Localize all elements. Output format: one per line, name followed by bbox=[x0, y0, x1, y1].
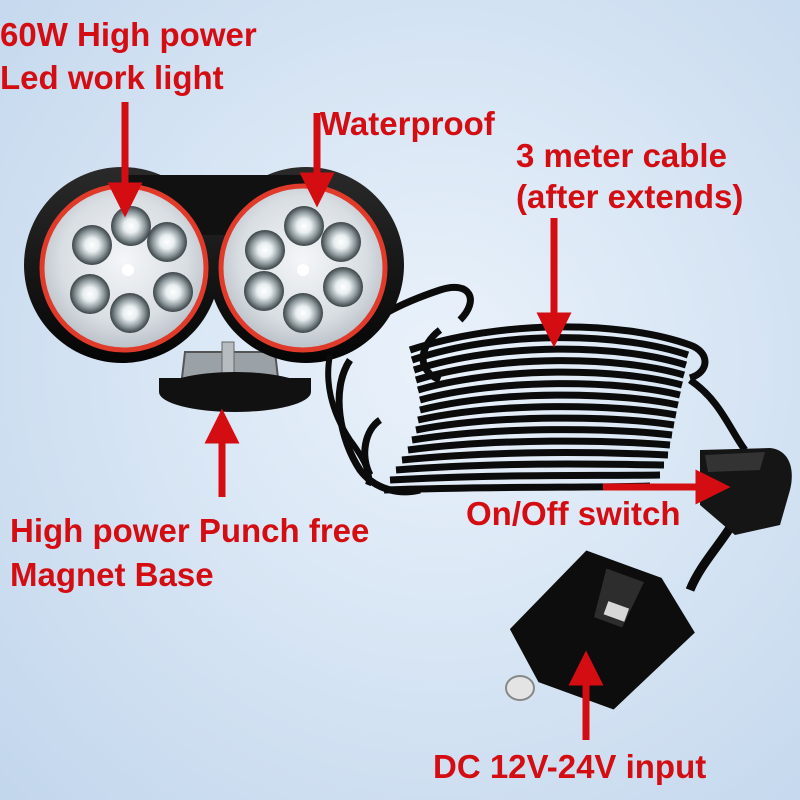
annotation-arrows bbox=[107, 102, 731, 740]
base-label-line2: Magnet Base bbox=[10, 556, 214, 593]
title-line1: 60W High power bbox=[0, 16, 257, 53]
cigarette-plug bbox=[505, 550, 695, 710]
plug-cable bbox=[685, 517, 739, 592]
lamp-cable bbox=[325, 354, 372, 487]
switch-label: On/Off switch bbox=[466, 495, 681, 532]
led-chips bbox=[70, 206, 363, 333]
switch-box bbox=[700, 448, 792, 535]
base-label-line1: High power Punch free bbox=[10, 512, 370, 549]
cable-label-line2: (after extends) bbox=[516, 178, 744, 215]
waterproof-label: Waterproof bbox=[320, 105, 495, 142]
coiled-cable bbox=[335, 283, 748, 496]
magnet-base bbox=[159, 341, 311, 412]
lamp-housing bbox=[24, 167, 404, 363]
title-line2: Led work light bbox=[0, 59, 224, 96]
cable-label-line1: 3 meter cable bbox=[516, 137, 727, 174]
input-label: DC 12V-24V input bbox=[433, 748, 707, 785]
